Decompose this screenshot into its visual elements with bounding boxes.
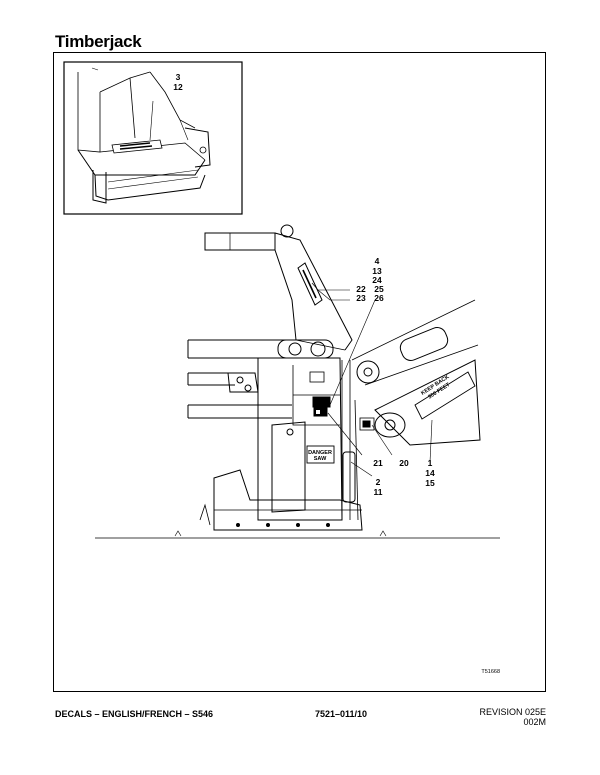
leader-21 [327,412,363,456]
danger-saw-decal-line2: SAW [314,456,327,462]
callout-13: 13 [372,266,382,276]
middle-arm [187,372,235,386]
illustration-frame [53,52,546,692]
inset-decal [111,139,163,154]
callout-15: 15 [425,478,435,488]
top-beam [204,232,276,251]
lower-arm [187,404,292,419]
callout-24: 24 [372,275,382,285]
callout-26: 26 [374,293,384,303]
head-housing [257,357,343,521]
footer-revision: REVISION 025E 002M [479,707,546,727]
callout-4: 4 [375,256,380,266]
footer-revision-code: 002M [523,717,546,727]
callout-1: 1 [428,458,433,468]
side-cylinder [342,451,356,503]
footer-doc-number: 7521–011/10 [315,709,368,719]
danger-saw-decal [306,445,335,464]
keep-back-decal [414,371,476,420]
danger-saw-decal-line1: DANGER [308,450,332,456]
upper-arm [187,339,290,359]
leader-22-25 [311,282,350,291]
leader-23-26 [317,289,350,301]
drawing-id: T51668 [481,669,500,675]
inset-frame [63,61,243,215]
callout-14: 14 [425,468,435,478]
inset-callout-3: 3 [176,72,181,82]
saw-housing [271,421,306,513]
leader-20 [371,424,393,456]
brand-title: Timberjack [55,32,142,51]
inset-leader [149,100,154,141]
main-machine [95,224,500,539]
footer-revision-label: REVISION 025E [479,707,546,717]
stick-plate [374,359,481,446]
inset-detail [63,61,243,215]
boom-decal [297,262,323,306]
callout-leaders [311,282,433,477]
callout-21: 21 [373,458,383,468]
leader-1-14-15 [429,419,433,463]
lift-eye [280,224,294,238]
boom-cylinder [399,327,449,361]
inset-callout-12: 12 [173,82,183,92]
callout-2: 2 [376,477,381,487]
base-skid [213,469,363,531]
leader-2-11 [350,461,373,477]
callout-22: 22 [356,284,366,294]
callout-20: 20 [399,458,409,468]
leader-upper-group [329,299,376,406]
callout-23: 23 [356,293,366,303]
decal-cluster [312,396,331,417]
knuckle-boom [351,299,481,446]
callout-25: 25 [374,284,384,294]
pivot-pin [356,360,380,384]
callout-11: 11 [374,487,383,497]
footer-title: DECALS – ENGLISH/FRENCH – S546 [55,709,214,719]
